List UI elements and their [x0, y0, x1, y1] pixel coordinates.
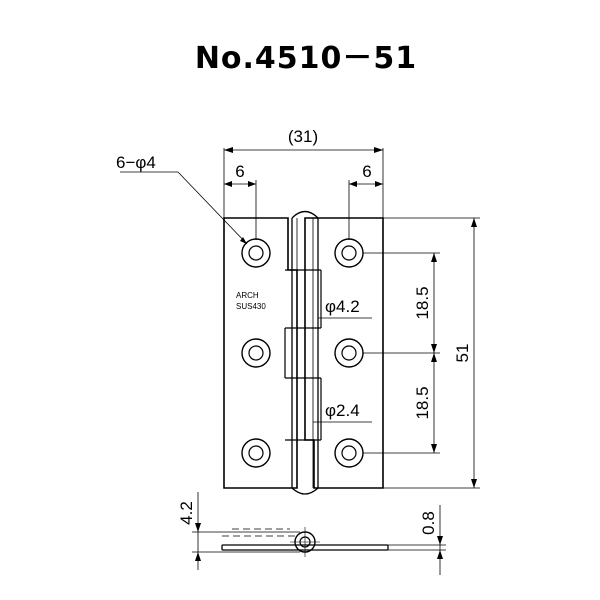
dim-hole-offset-right: 6	[362, 162, 371, 181]
dim-overall-width: (31)	[288, 127, 318, 146]
material-marking: SUS430	[236, 302, 266, 311]
dim-spacing-lower: 18.5	[413, 386, 432, 419]
screw-hole-right-top	[334, 238, 364, 268]
hinge-front-view: ARCH SUS430	[223, 210, 384, 495]
drawing-title: No.4510－51	[195, 41, 417, 76]
brand-marking: ARCH	[236, 291, 259, 300]
screw-hole-right-bottom	[334, 438, 364, 468]
right-leaf	[304, 217, 384, 489]
dim-pin-inner: φ2.4	[325, 401, 360, 420]
screw-hole-right-middle	[334, 338, 364, 368]
dim-knuckle-thickness: 4.2	[177, 501, 196, 525]
screw-hole-left-bottom	[241, 438, 271, 468]
knuckle-pin	[284, 210, 322, 495]
dim-pin-outer: φ4.2	[325, 297, 360, 316]
dim-hole-callout: 6−φ4	[116, 153, 156, 172]
hinge-side-view: 4.2 0.8	[177, 492, 446, 575]
dimension-lines: (31) 6 6 6−φ4 φ4.2 φ2.4 18.5 18	[116, 127, 480, 489]
dim-spacing-upper: 18.5	[413, 286, 432, 319]
dim-hole-offset-left: 6	[235, 162, 244, 181]
screw-hole-left-middle	[241, 338, 271, 368]
dim-overall-height: 51	[453, 344, 472, 363]
dim-plate-thickness: 0.8	[419, 511, 438, 535]
